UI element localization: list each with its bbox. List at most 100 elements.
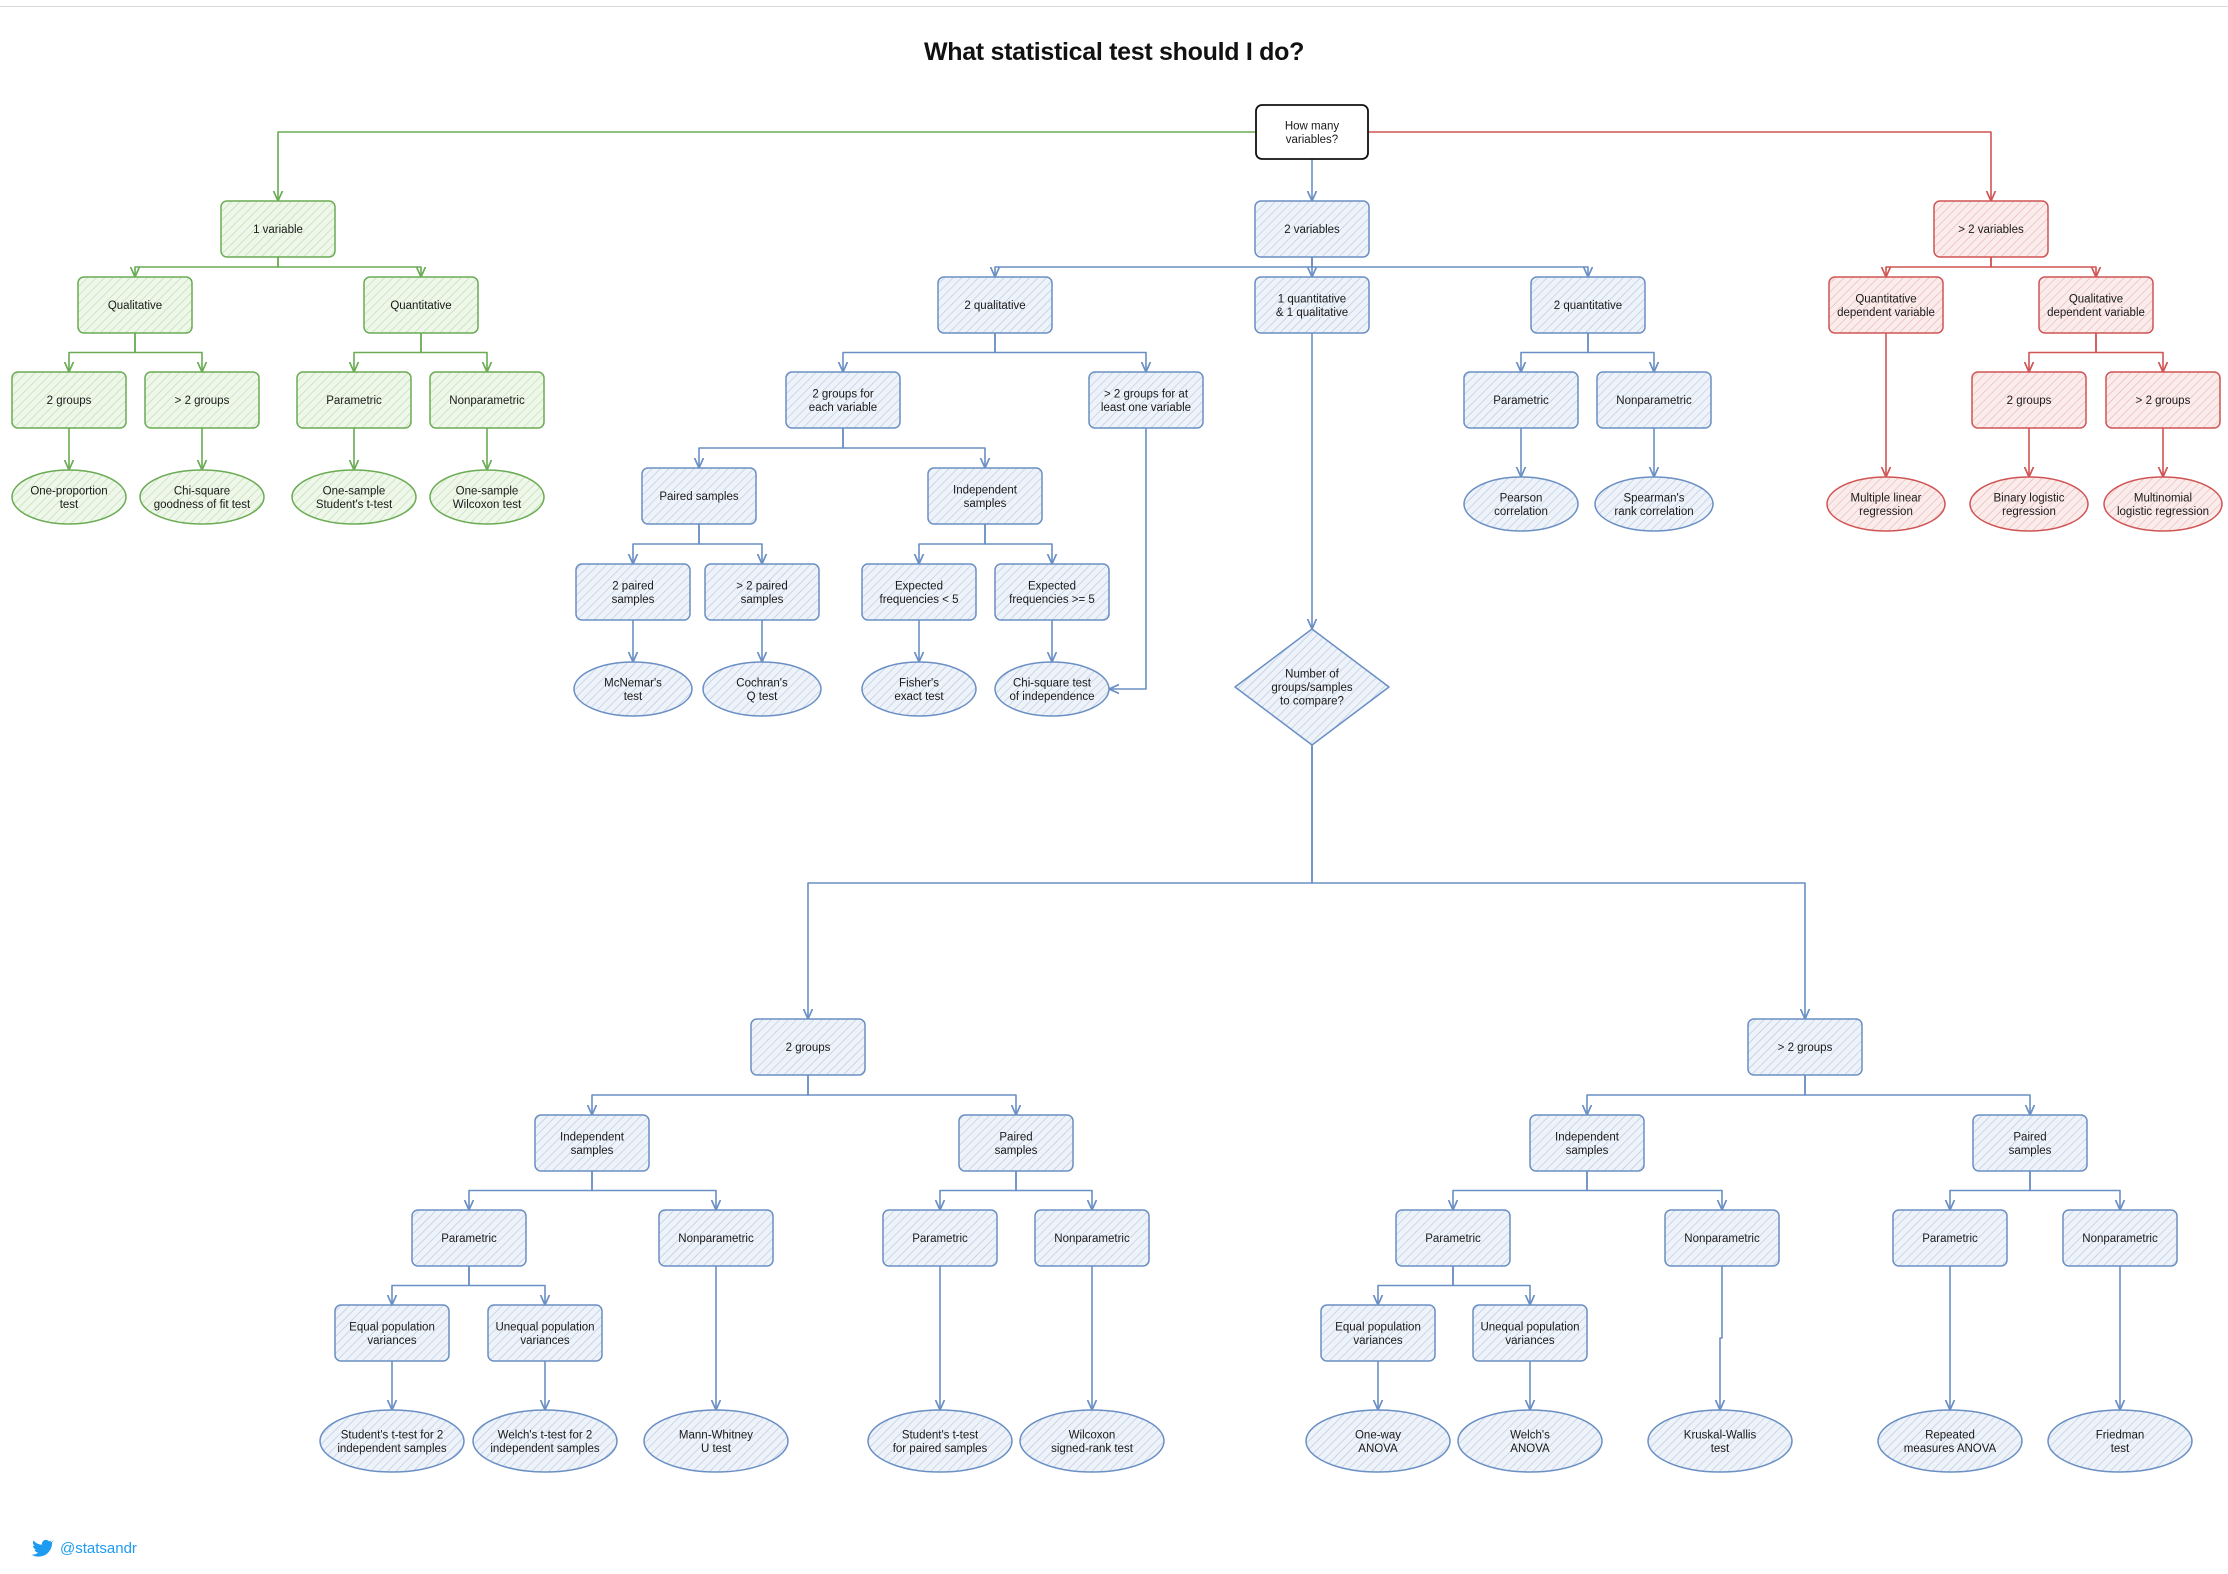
node-a_pnonpar[interactable]: Nonparametric — [1034, 1209, 1150, 1267]
node-n_nonpar[interactable]: Nonparametric — [1596, 371, 1712, 429]
twitter-handle[interactable]: @statsandr — [30, 1536, 137, 1560]
node-b_eqvar-label-1: variances — [1353, 1335, 1402, 1347]
node-b_ipar-shape — [1395, 1209, 1511, 1267]
edge-b_paired-to-b_pnonpar — [2029, 1171, 2120, 1210]
node-q_expge5-label-0: Expected — [1028, 580, 1076, 592]
node-t_cochran-shape — [702, 661, 822, 717]
node-b_inonpar-shape — [1664, 1209, 1780, 1267]
node-v2_qual[interactable]: 2 qualitative — [937, 276, 1053, 334]
node-m_2g-shape — [750, 1018, 866, 1076]
node-v3_2g[interactable]: 2 groups — [1971, 371, 2087, 429]
node-v1_quant[interactable]: Quantitative — [363, 276, 479, 334]
edge-root-to-v3 — [1368, 131, 1991, 201]
edge-v3-to-v3_quant — [1886, 257, 1992, 277]
node-t_kruskal-label-1: test — [1711, 1443, 1730, 1455]
node-t_fisher-shape — [861, 661, 977, 717]
node-b_pnonpar[interactable]: Nonparametric — [2062, 1209, 2178, 1267]
node-a_indep-label-0: Independent — [560, 1131, 625, 1143]
node-v3_gt2g[interactable]: > 2 groups — [2105, 371, 2221, 429]
node-v1_2g[interactable]: 2 groups — [11, 371, 127, 429]
node-n_par[interactable]: Parametric — [1463, 371, 1579, 429]
node-b_inonpar[interactable]: Nonparametric — [1664, 1209, 1780, 1267]
node-v2-label-0: 2 variables — [1284, 224, 1340, 236]
node-m_diamond-label-1: groups/samples — [1271, 682, 1352, 694]
node-a_inonpar[interactable]: Nonparametric — [658, 1209, 774, 1267]
edge-q_2g-to-q_paired — [699, 428, 844, 468]
node-t_chiind-shape — [994, 661, 1110, 717]
node-t_oneprop-label-0: One-proportion — [30, 485, 107, 497]
node-v3_qual-label-0: Qualitative — [2069, 293, 2123, 305]
edge-m_2g-to-a_paired — [807, 1075, 1016, 1115]
node-v2_mixed[interactable]: 1 quantitative& 1 qualitative — [1254, 276, 1370, 334]
node-v1_gt2g[interactable]: > 2 groups — [144, 371, 260, 429]
node-q_paired[interactable]: Paired samples — [641, 467, 757, 525]
node-v1_nonpar[interactable]: Nonparametric — [429, 371, 545, 429]
node-b_ppar-shape — [1892, 1209, 2008, 1267]
node-v2_quant[interactable]: 2 quantitative — [1530, 276, 1646, 334]
node-v1_quant-label-0: Quantitative — [390, 300, 451, 312]
node-v1_qual[interactable]: Qualitative — [77, 276, 193, 334]
node-t_cochran[interactable]: Cochran'sQ test — [702, 661, 822, 717]
node-t_student2-label-1: independent samples — [337, 1443, 447, 1455]
node-v1_par[interactable]: Parametric — [296, 371, 412, 429]
node-b_ppar[interactable]: Parametric — [1892, 1209, 2008, 1267]
node-v2[interactable]: 2 variables — [1254, 200, 1370, 258]
node-a_ppar[interactable]: Parametric — [882, 1209, 998, 1267]
edge-b_ipar-to-b_eqvar — [1378, 1266, 1454, 1305]
node-m_gt2g[interactable]: > 2 groups — [1747, 1018, 1863, 1076]
node-b_indep-label-0: Independent — [1555, 1131, 1620, 1143]
node-v1[interactable]: 1 variable — [220, 200, 336, 258]
edge-v3_qual-to-v3_gt2g — [2095, 333, 2163, 372]
node-v1-label-0: 1 variable — [253, 224, 303, 236]
node-m_2g[interactable]: 2 groups — [750, 1018, 866, 1076]
node-a_ipar[interactable]: Parametric — [411, 1209, 527, 1267]
node-b_ipar[interactable]: Parametric — [1395, 1209, 1511, 1267]
node-v3-label-0: > 2 variables — [1958, 224, 2024, 236]
node-v3[interactable]: > 2 variables — [1933, 200, 2049, 258]
node-t_spearman-label-1: rank correlation — [1614, 506, 1693, 518]
node-t_friedman-label-0: Friedman — [2096, 1429, 2145, 1441]
